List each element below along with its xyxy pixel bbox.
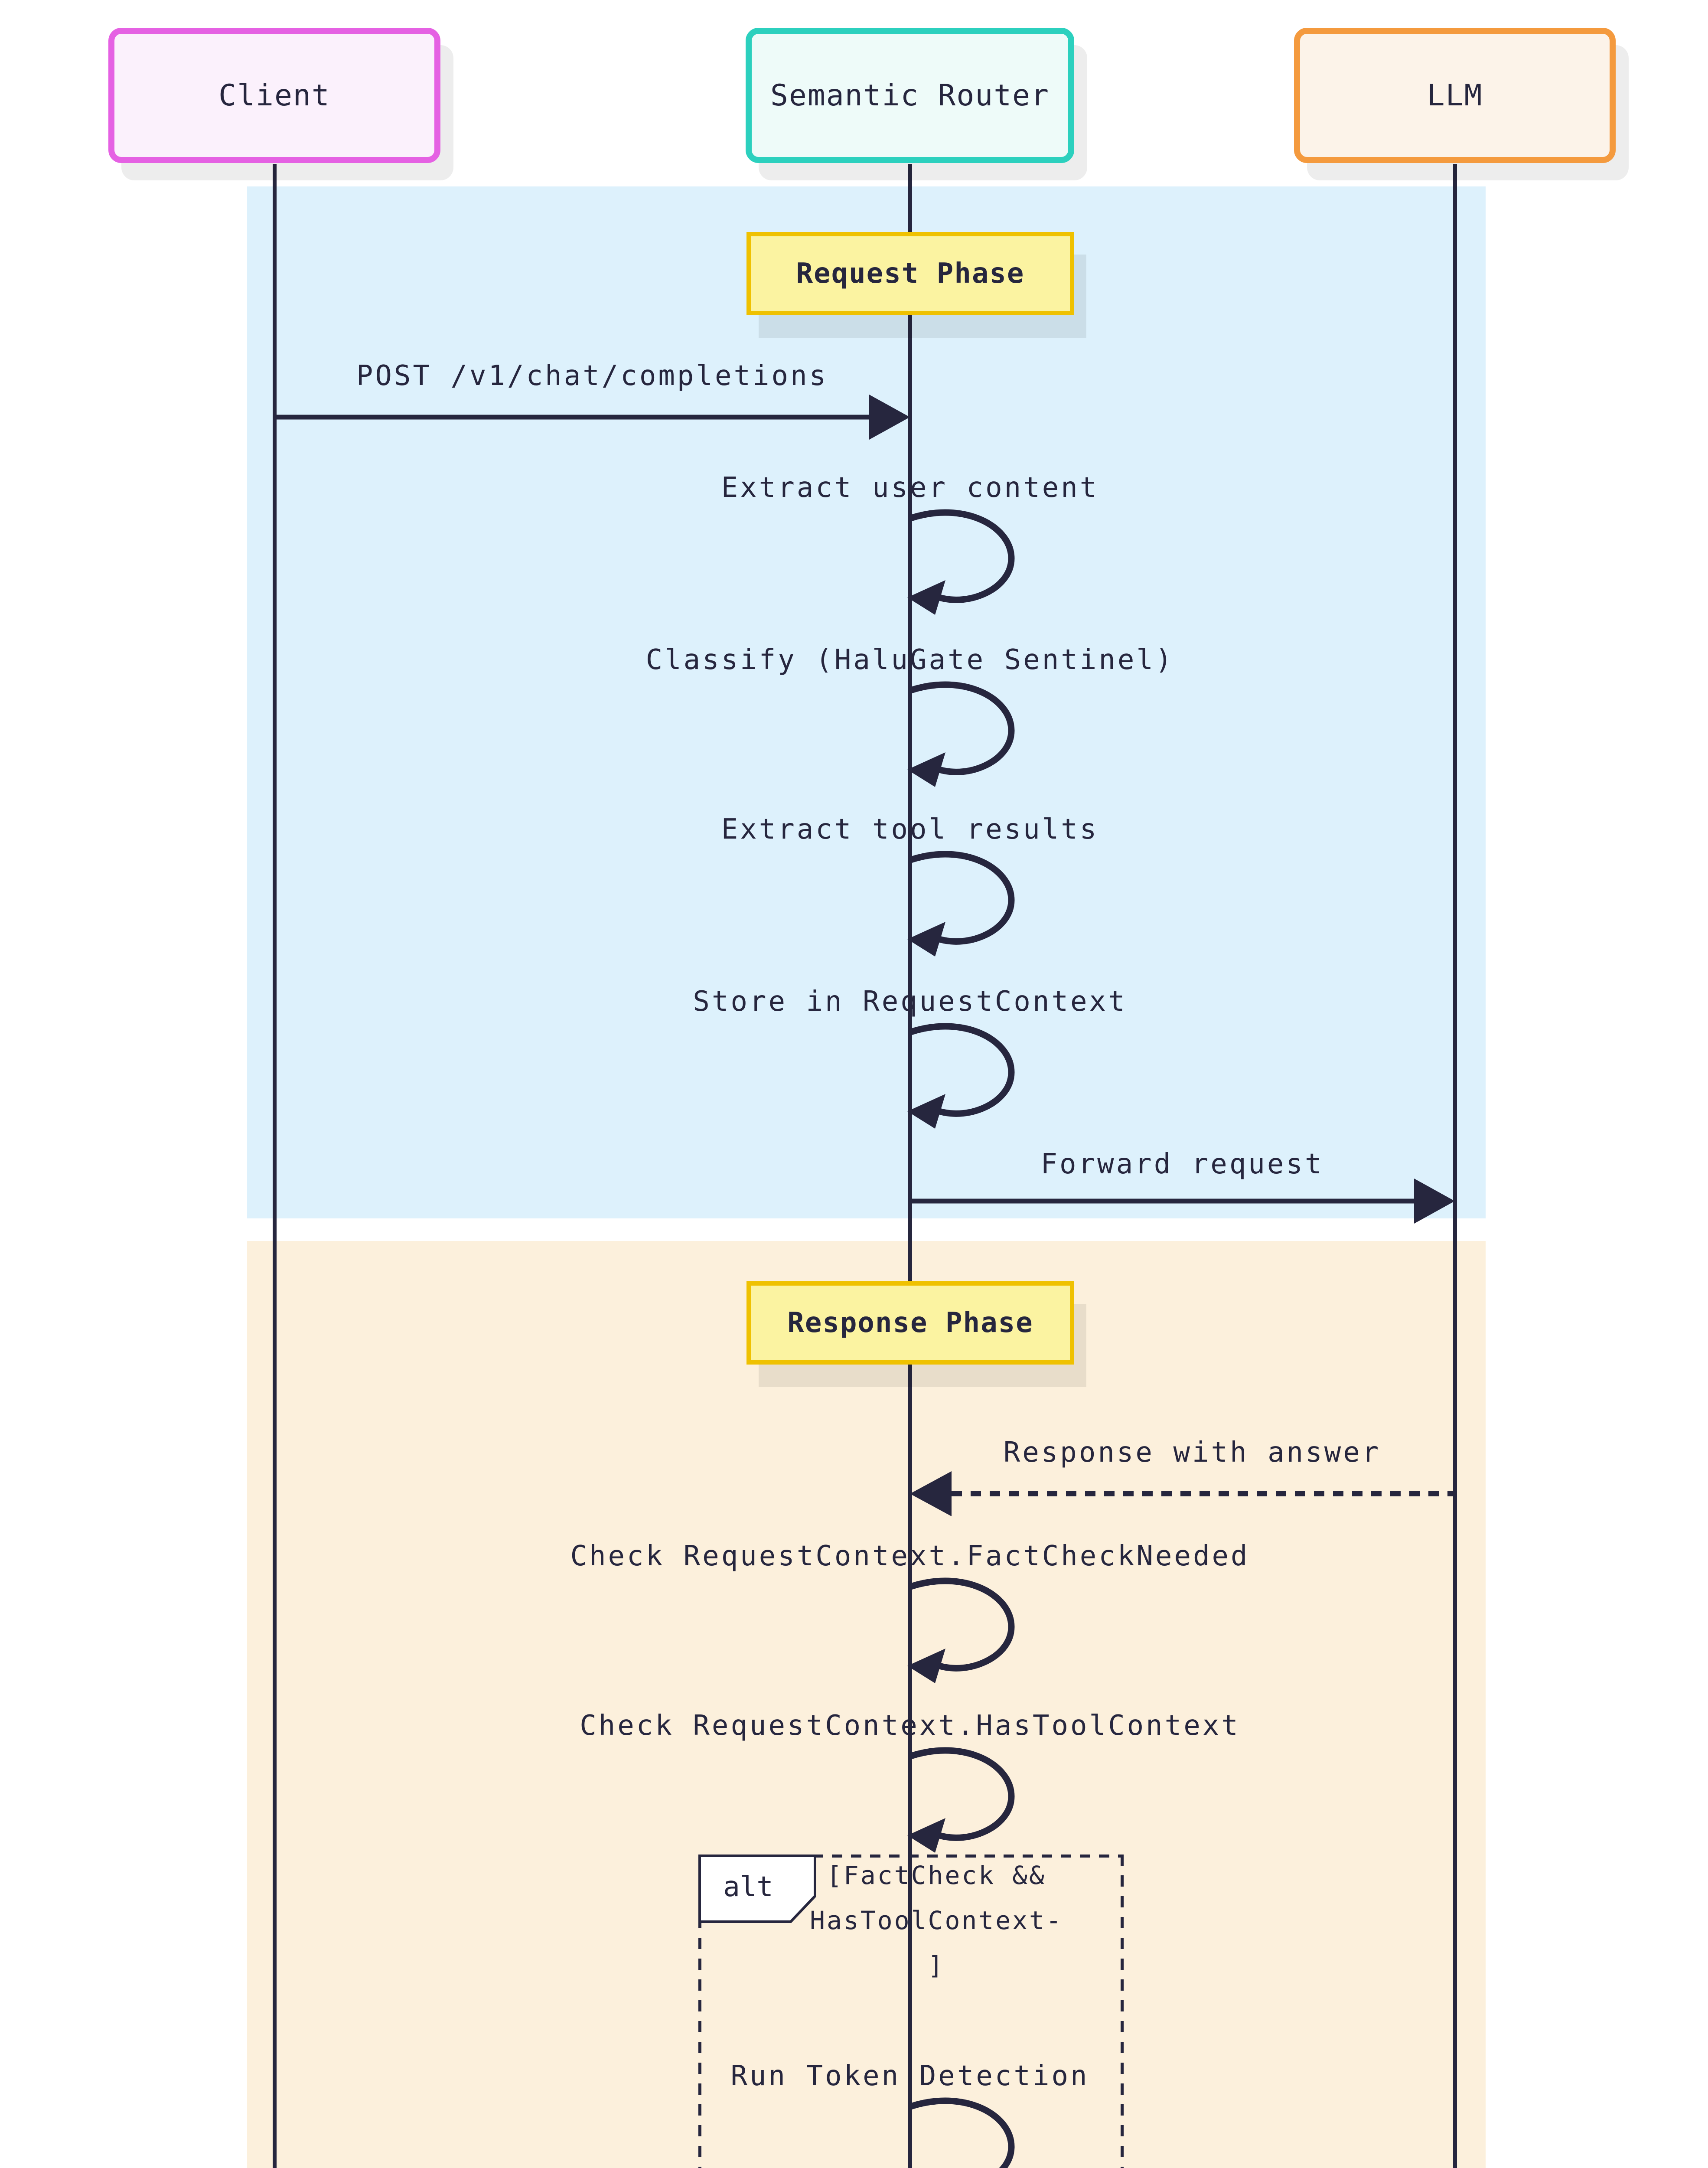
alt-border-top (698, 1855, 1124, 1858)
alt-border-right (1121, 1855, 1124, 2168)
response-phase-note-label: Response Phase (787, 1307, 1033, 1339)
message-forward-request: Forward request (1040, 1148, 1324, 1180)
arrow-forward-router-to-llm (910, 1179, 1455, 1224)
message-extract-tool-results: Extract tool results (721, 813, 1099, 846)
response-phase-note: Response Phase (746, 1281, 1074, 1365)
self-loop-check-hastool (907, 1747, 1015, 1853)
message-run-token-detection: Run Token Detection (730, 2060, 1089, 2092)
request-phase-note: Request Phase (746, 232, 1074, 315)
alt-if-condition: [FactCheck && HasToolContext- ] (741, 1853, 1131, 1988)
message-response-with-answer: Response with answer (1003, 1437, 1381, 1469)
request-phase-background (247, 186, 1486, 1218)
alt-label-badge: alt (698, 1855, 816, 1923)
llm-lifeline (1453, 164, 1457, 2168)
message-check-hastoolcontext: Check RequestContext.HasToolContext (580, 1710, 1240, 1742)
arrow-response-llm-to-router (910, 1471, 1455, 1516)
arrow-post-client-to-router (274, 395, 910, 440)
actor-llm-top: LLM (1294, 28, 1616, 163)
self-loop-run-token (909, 2097, 1015, 2168)
actor-router-top-label: Semantic Router (770, 78, 1050, 113)
self-loop-extract-tool (907, 851, 1015, 957)
alt-if-condition-line3: ] (928, 1951, 945, 1980)
alt-if-condition-line1: [FactCheck && (827, 1861, 1046, 1890)
self-loop-store (907, 1023, 1015, 1129)
client-lifeline (273, 164, 277, 2168)
message-post-completions: POST /v1/chat/completions (356, 360, 828, 392)
actor-client-top-label: Client (218, 78, 330, 113)
alt-block: alt (698, 1855, 1124, 2168)
message-extract-user-content: Extract user content (721, 472, 1099, 504)
alt-if-condition-line2: HasToolContext- (810, 1906, 1063, 1935)
actor-router-top: Semantic Router (746, 28, 1074, 163)
self-loop-check-factcheck (907, 1577, 1015, 1683)
message-store-requestcontext: Store in RequestContext (693, 986, 1127, 1018)
request-phase-note-label: Request Phase (796, 258, 1025, 290)
actor-client-top: Client (108, 28, 440, 163)
alt-border-left (698, 1855, 701, 2168)
actor-llm-top-label: LLM (1427, 78, 1483, 113)
router-lifeline (908, 164, 912, 2168)
message-check-factcheckneeded: Check RequestContext.FactCheckNeeded (570, 1540, 1250, 1572)
self-loop-extract-user (907, 509, 1015, 615)
message-classify-halugate: Classify (HaluGate Sentinel) (645, 644, 1174, 676)
alt-label-shape (698, 1855, 816, 1923)
self-loop-classify (907, 681, 1015, 787)
alt-label-text: alt (723, 1871, 773, 1903)
response-phase-background (247, 1241, 1486, 2168)
